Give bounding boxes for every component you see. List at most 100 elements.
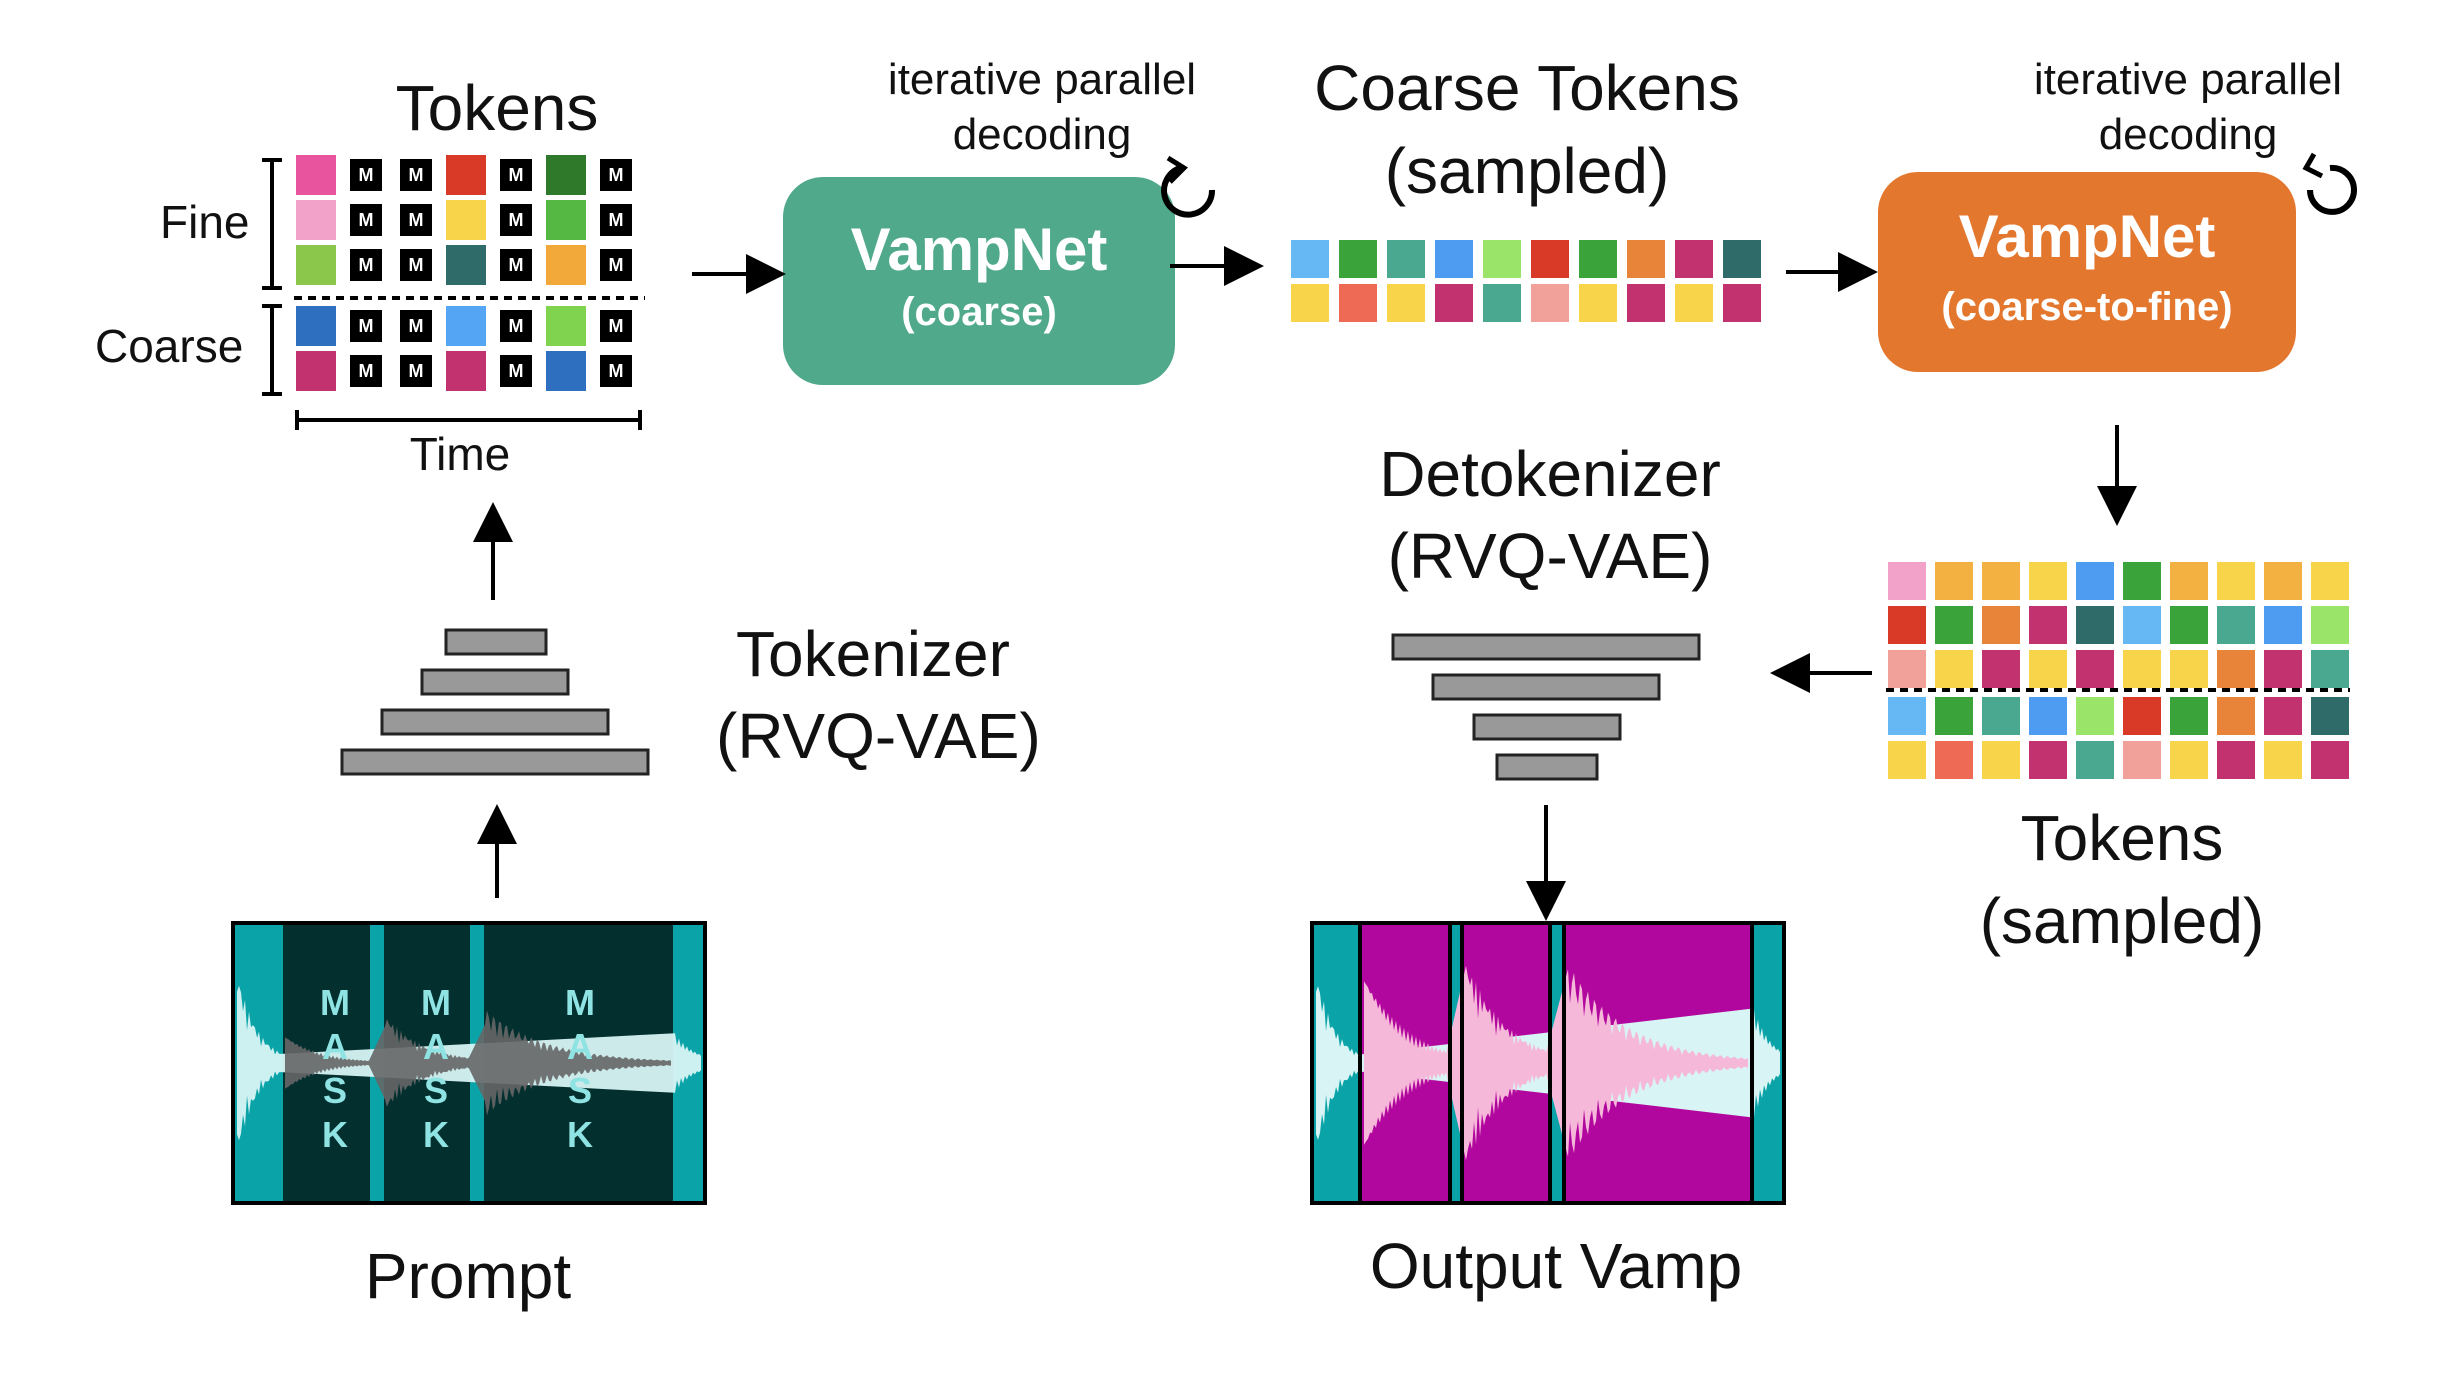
token-cell bbox=[446, 351, 486, 391]
vampnet-c2f-subtitle: (coarse-to-fine) bbox=[1941, 285, 2233, 329]
token-cell bbox=[1982, 650, 2020, 688]
token-cell bbox=[2029, 741, 2067, 779]
token-cell bbox=[1531, 284, 1569, 322]
token-cell bbox=[2076, 606, 2114, 644]
token-cell bbox=[1339, 284, 1377, 322]
token-cell bbox=[1935, 650, 1973, 688]
token-cell bbox=[2123, 741, 2161, 779]
token-cell bbox=[2170, 562, 2208, 600]
token-cell bbox=[2076, 562, 2114, 600]
tokens-sampled-title: Tokens bbox=[2020, 802, 2224, 874]
token-cell bbox=[296, 155, 336, 195]
output-vamp-label: Output Vamp bbox=[1369, 1230, 1743, 1302]
vampnet-coarse-title: VampNet bbox=[850, 216, 1108, 283]
token-cell bbox=[2123, 606, 2161, 644]
token-cell bbox=[296, 351, 336, 391]
token-cell bbox=[1888, 562, 1926, 600]
loop-arrow-2-icon bbox=[2302, 152, 2357, 215]
token-cell bbox=[2076, 741, 2114, 779]
token-cell bbox=[1387, 240, 1425, 278]
token-cell bbox=[1723, 240, 1761, 278]
tokenizer-title: Tokenizer bbox=[736, 618, 1010, 690]
token-cell bbox=[2076, 650, 2114, 688]
token-cell bbox=[1935, 606, 1973, 644]
coarse-tokens-subtitle: (sampled) bbox=[1384, 135, 1670, 207]
detokenizer-subtitle: (RVQ-VAE) bbox=[1387, 520, 1713, 592]
token-cell bbox=[2170, 697, 2208, 735]
token-cell bbox=[2217, 562, 2255, 600]
mask-token: M bbox=[396, 245, 436, 285]
token-cell bbox=[1888, 741, 1926, 779]
token-cell bbox=[1888, 697, 1926, 735]
token-cell bbox=[1579, 240, 1617, 278]
mask-token: M bbox=[496, 245, 536, 285]
token-cell bbox=[2264, 606, 2302, 644]
token-cell bbox=[2029, 562, 2067, 600]
token-cell bbox=[1483, 284, 1521, 322]
token-cell bbox=[446, 306, 486, 346]
token-cell bbox=[296, 306, 336, 346]
token-cell bbox=[1935, 562, 1973, 600]
token-cell bbox=[2217, 650, 2255, 688]
tokens-sampled-subtitle: (sampled) bbox=[1979, 885, 2265, 957]
detokenizer-title: Detokenizer bbox=[1379, 438, 1721, 510]
token-cell bbox=[1888, 650, 1926, 688]
token-cell bbox=[296, 245, 336, 285]
token-cell bbox=[1339, 240, 1377, 278]
token-cell bbox=[1483, 240, 1521, 278]
loop-arrow-1-icon bbox=[1161, 155, 1216, 218]
mask-token: M bbox=[396, 306, 436, 346]
token-cell bbox=[1627, 240, 1665, 278]
mask-token: M bbox=[396, 155, 436, 195]
mask-token: M bbox=[346, 306, 386, 346]
token-cell bbox=[1435, 240, 1473, 278]
token-cell bbox=[2264, 562, 2302, 600]
token-cell bbox=[1723, 284, 1761, 322]
mask-token: M bbox=[346, 351, 386, 391]
token-cell bbox=[546, 155, 586, 195]
tokenizer-stack bbox=[340, 628, 650, 776]
mask-token: M bbox=[396, 351, 436, 391]
time-label: Time bbox=[409, 428, 511, 480]
coarse-label: Coarse bbox=[95, 320, 244, 372]
mask-token: M bbox=[496, 306, 536, 346]
fine-label: Fine bbox=[160, 196, 250, 248]
token-cell bbox=[1982, 606, 2020, 644]
coarse-bracket bbox=[262, 304, 282, 396]
token-cell bbox=[1531, 240, 1569, 278]
tokens-title: Tokens bbox=[395, 72, 599, 144]
mask-token: M bbox=[346, 200, 386, 240]
mask-token: M bbox=[596, 245, 636, 285]
token-cell bbox=[2170, 650, 2208, 688]
iterative-decoding-label-1b: decoding bbox=[952, 110, 1132, 159]
iterative-decoding-label-2: iterative parallel bbox=[2033, 55, 2343, 104]
token-cell bbox=[1935, 697, 1973, 735]
token-cell bbox=[2311, 697, 2349, 735]
token-cell bbox=[1982, 741, 2020, 779]
token-cell bbox=[1935, 741, 1973, 779]
prompt-label: Prompt bbox=[364, 1240, 572, 1312]
token-cell bbox=[446, 200, 486, 240]
token-cell bbox=[1291, 240, 1329, 278]
token-cell bbox=[2264, 650, 2302, 688]
mask-token: M bbox=[496, 351, 536, 391]
token-cell bbox=[296, 200, 336, 240]
vampnet-c2f-box: VampNet (coarse-to-fine) bbox=[1878, 172, 2296, 372]
mask-token: M bbox=[346, 155, 386, 195]
token-cell bbox=[1435, 284, 1473, 322]
output-waveform-graphic bbox=[1310, 921, 1786, 1205]
token-cell bbox=[2029, 697, 2067, 735]
fine-bracket bbox=[262, 158, 282, 290]
vampnet-coarse-subtitle: (coarse) bbox=[901, 290, 1057, 334]
mask-token: M bbox=[496, 155, 536, 195]
token-cell bbox=[2217, 606, 2255, 644]
token-cell bbox=[1291, 284, 1329, 322]
token-cell bbox=[2217, 741, 2255, 779]
token-cell bbox=[2123, 562, 2161, 600]
token-cell bbox=[2311, 650, 2349, 688]
token-cell bbox=[446, 245, 486, 285]
mask-token: M bbox=[496, 200, 536, 240]
